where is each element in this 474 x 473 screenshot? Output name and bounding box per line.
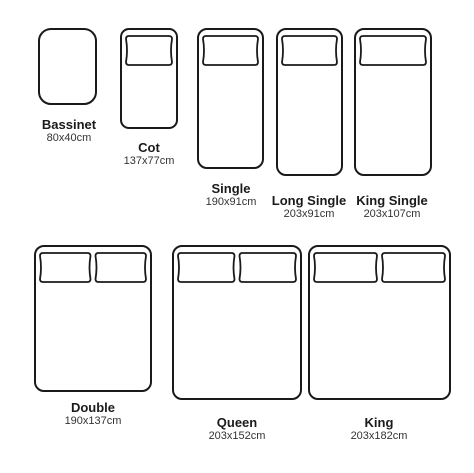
- label-single: Single 190x91cm: [206, 181, 257, 209]
- bed-outline: [172, 245, 302, 400]
- pillow: [238, 252, 297, 283]
- bed-size: 190x91cm: [205, 196, 257, 208]
- bed-name: Queen: [216, 415, 258, 430]
- pillow: [177, 252, 236, 283]
- bed-king: [308, 245, 451, 400]
- bed-size: 137x77cm: [123, 155, 175, 167]
- bed-king-single: [354, 28, 432, 176]
- bed-name: Single: [211, 181, 251, 196]
- bed-outline: [38, 28, 97, 105]
- bed-size: 203x107cm: [363, 208, 421, 220]
- bed-size: 203x91cm: [283, 208, 335, 220]
- bed-size: 203x182cm: [350, 430, 408, 442]
- bed-double: [34, 245, 152, 392]
- bed-size: 190x137cm: [64, 415, 122, 427]
- pillow: [39, 252, 92, 283]
- bed-queen: [172, 245, 302, 400]
- label-king-single: King Single 203x107cm: [356, 193, 428, 221]
- label-cot: Cot 137x77cm: [124, 140, 175, 168]
- bed-single: [197, 28, 264, 169]
- bed-name: Long Single: [271, 193, 347, 208]
- pillow: [313, 252, 378, 283]
- label-queen: Queen 203x152cm: [209, 415, 266, 443]
- bed-name: Double: [70, 400, 116, 415]
- bed-name: Bassinet: [41, 117, 97, 132]
- label-double: Double 190x137cm: [65, 400, 122, 428]
- pillow: [281, 35, 338, 66]
- bed-bassinet: [38, 28, 97, 105]
- pillow: [94, 252, 147, 283]
- label-king: King 203x182cm: [351, 415, 408, 443]
- pillow: [202, 35, 259, 66]
- label-bassinet: Bassinet 80x40cm: [42, 117, 96, 145]
- bed-size: 80x40cm: [46, 132, 92, 144]
- bed-name: King Single: [356, 193, 428, 208]
- pillow: [125, 35, 173, 66]
- bed-size: 203x152cm: [208, 430, 266, 442]
- bed-outline: [308, 245, 451, 400]
- bed-name: Cot: [138, 140, 160, 155]
- bed-cot: [120, 28, 178, 129]
- bed-name: King: [364, 415, 394, 430]
- pillow: [381, 252, 446, 283]
- bed-long-single: [276, 28, 343, 176]
- label-long-single: Long Single 203x91cm: [272, 193, 346, 221]
- pillow: [359, 35, 427, 66]
